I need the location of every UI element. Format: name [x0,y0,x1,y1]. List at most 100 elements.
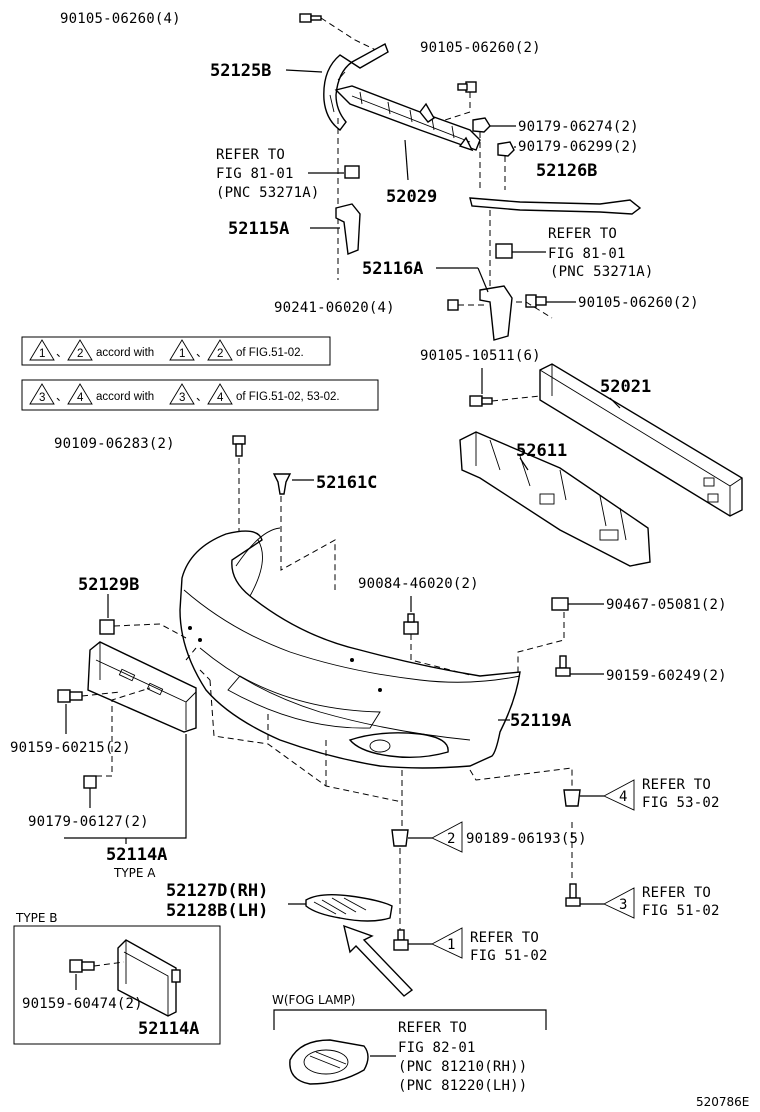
type-a-label: TYPE A [113,866,156,880]
part-label-52115a: 52115A [228,219,289,239]
part-label-52161c: 52161C [316,473,377,493]
refer-pnc-53271a-right: (PNC 53271A) [550,264,654,280]
part-label-52114a-type-b: 52114A [138,1019,199,1039]
bumper-cover-52119a [179,527,521,769]
fog-cover-52127d [305,893,393,922]
clip-icon [99,619,115,635]
part-label-90467-05081: 90467-05081(2) [606,597,727,613]
part-label-90189-06193: 90189-06193(5) [466,831,587,847]
refer-fig-51-02-b: FIG 51-02 [642,903,720,919]
refer-pnc-81210: (PNC 81210(RH)) [398,1059,527,1075]
marker-1: 1 [39,348,45,360]
part-label-90109-06283: 90109-06283(2) [54,436,175,452]
figure-id: 520786E [696,1095,749,1109]
clip-icon [391,829,409,847]
part-label-52114a: 52114A [106,845,167,865]
part-label-90105-10511: 90105-10511(6) [420,348,541,364]
part-label-52116a: 52116A [362,259,423,279]
bolt-icon [457,81,477,93]
refer-fig-53-02: FIG 53-02 [642,795,720,811]
note-box-2: 3 、 4 accord with 3 、 4 of FIG.51-02, 53… [21,379,379,411]
part-label-90159-60474: 90159-60474(2) [22,996,143,1012]
fog-lamp-label: W(FOG LAMP) [272,993,355,1007]
bracket-52116a [479,285,513,341]
bolt-icon [525,294,547,308]
bolt-icon [447,299,459,311]
clip-icon [495,243,513,259]
marker-1: 1 [179,348,185,360]
marker-4: 4 [77,392,84,404]
refer-to-label-left: REFER TO [216,147,285,163]
part-label-90084-46020: 90084-46020(2) [358,576,479,592]
nut-icon [472,117,491,133]
marker-1: 1 [447,937,456,953]
bracket-52115a [335,203,361,255]
license-bracket-52114a-type-b [117,939,181,1017]
note-2-fig-text: of FIG.51-02, 53-02. [236,391,340,403]
screw-icon [565,883,581,907]
marker-3: 3 [39,392,45,404]
marker-3: 3 [179,392,185,404]
marker-4: 4 [619,789,628,805]
refer-to-51-02-a: REFER TO [470,930,539,946]
part-label-90105-06260-2-right: 90105-06260(2) [578,295,699,311]
clip-icon [403,613,419,635]
note-separator: 、 [196,391,208,403]
note-2-accord-text: accord with [96,391,154,403]
refer-to-label-right: REFER TO [548,226,617,242]
marker-4-icon [602,779,635,811]
marker-2-icon [430,821,463,853]
note-separator: 、 [196,347,208,359]
refer-to-82-01: REFER TO [398,1020,467,1036]
part-label-52611: 52611 [516,441,567,461]
note-1-accord-text: accord with [96,347,154,359]
note-box-1: 1 、 2 accord with 1 、 2 of FIG.51-02. [21,336,331,366]
clip-icon [83,775,97,789]
bolt-icon [69,959,95,973]
part-label-90105-06260-4: 90105-06260(4) [60,11,181,27]
note-separator: 、 [56,347,68,359]
marker-3-icon [602,887,635,919]
part-label-90179-06274: 90179-06274(2) [518,119,639,135]
part-label-52119a: 52119A [510,711,571,731]
reinforcement-52021 [539,363,743,517]
type-b-label: TYPE B [15,911,58,925]
bolt-icon [299,13,322,23]
support-52029 [334,85,481,152]
part-label-52129b: 52129B [78,575,139,595]
refer-to-51-02-b: REFER TO [642,885,711,901]
bolt-icon [469,395,493,407]
part-label-90105-06260-2-top: 90105-06260(2) [420,40,541,56]
license-bracket-52114a [87,641,197,733]
type-b-box [13,925,221,1045]
part-label-52029: 52029 [386,187,437,207]
clip-icon [272,473,292,495]
part-label-52126b: 52126B [536,161,597,181]
marker-2: 2 [447,831,456,847]
part-label-52021: 52021 [600,377,651,397]
refer-fig-51-02-a: FIG 51-02 [470,948,548,964]
refer-pnc-81220: (PNC 81220(LH)) [398,1078,527,1094]
part-label-52127d: 52127D(RH) [166,881,268,901]
refer-fig-81-01-left: FIG 81-01 [216,166,294,182]
bracket-52125b [323,42,389,131]
marker-3: 3 [619,897,628,913]
bolt-icon [57,689,83,703]
marker-4: 4 [217,392,224,404]
part-label-52125b: 52125B [210,61,271,81]
clip-icon [563,789,581,807]
clip-icon [551,597,569,611]
screw-icon [393,929,409,951]
part-label-90179-06127: 90179-06127(2) [28,814,149,830]
marker-2: 2 [217,348,223,360]
part-label-90159-60249: 90159-60249(2) [606,668,727,684]
refer-fig-82-01: FIG 82-01 [398,1040,476,1056]
part-label-90179-06299: 90179-06299(2) [518,139,639,155]
bolt-icon [232,435,246,457]
nut-icon [497,141,515,157]
note-1-fig-text: of FIG.51-02. [236,347,304,359]
absorber-52611 [459,431,651,567]
marker-2: 2 [77,348,83,360]
part-label-90159-60215: 90159-60215(2) [10,740,131,756]
